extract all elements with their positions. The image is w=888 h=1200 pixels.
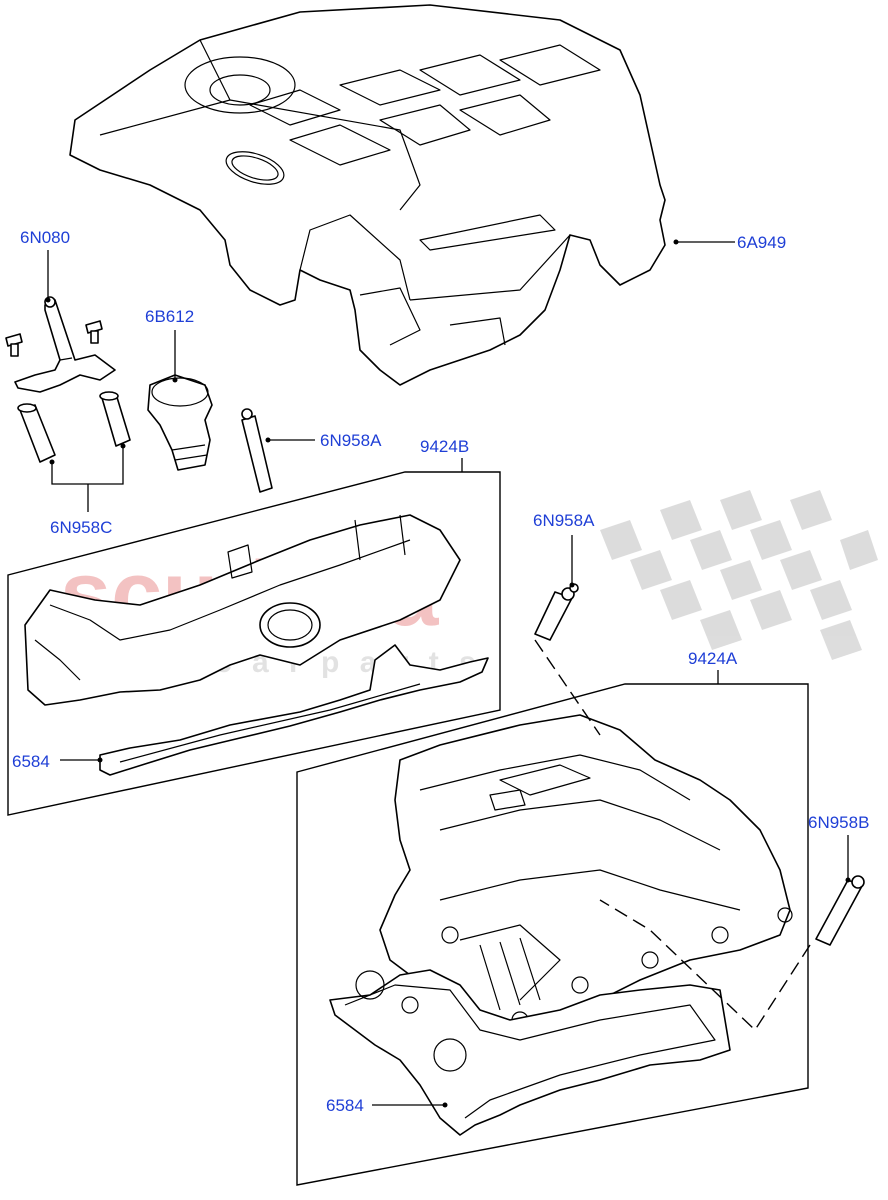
bracket-6n080	[14, 296, 116, 393]
gasket-6584-b	[99, 644, 489, 776]
tube-left	[17, 403, 56, 463]
sensor-6n958a-right	[534, 583, 579, 641]
engine-cover	[69, 4, 666, 386]
watermark-checker	[600, 490, 878, 660]
tube-right	[99, 391, 131, 447]
label-6584-b: 6584	[12, 752, 50, 771]
label-6b612: 6B612	[145, 307, 194, 326]
label-6n958a-right: 6N958A	[533, 511, 595, 530]
label-6n958c: 6N958C	[50, 518, 112, 537]
assembly-box-9424a	[296, 683, 809, 1186]
gasket-6584-a	[329, 969, 731, 1136]
install-line-b	[599, 899, 811, 1032]
sensor-6n958b	[815, 875, 865, 946]
bolt-left	[5, 333, 23, 357]
oil-filler-cap	[147, 374, 213, 471]
cam-cover-9424a	[379, 714, 793, 1061]
install-line-a	[534, 639, 601, 736]
label-9424a: 9424A	[688, 649, 738, 668]
cam-cover-9424b	[24, 514, 461, 706]
label-6a949: 6A949	[737, 233, 786, 252]
sensor-6n958a-left	[241, 408, 273, 493]
leader-lines	[45, 239, 851, 1108]
label-6n958a-left: 6N958A	[320, 431, 382, 450]
label-6n958b: 6N958B	[808, 813, 869, 832]
assembly-box-9424b	[7, 471, 501, 816]
oval-badge-logo	[225, 151, 285, 185]
label-6n080: 6N080	[20, 228, 70, 247]
label-9424b: 9424B	[420, 437, 469, 456]
label-6584-a: 6584	[326, 1096, 364, 1115]
bolt-right	[85, 320, 103, 344]
